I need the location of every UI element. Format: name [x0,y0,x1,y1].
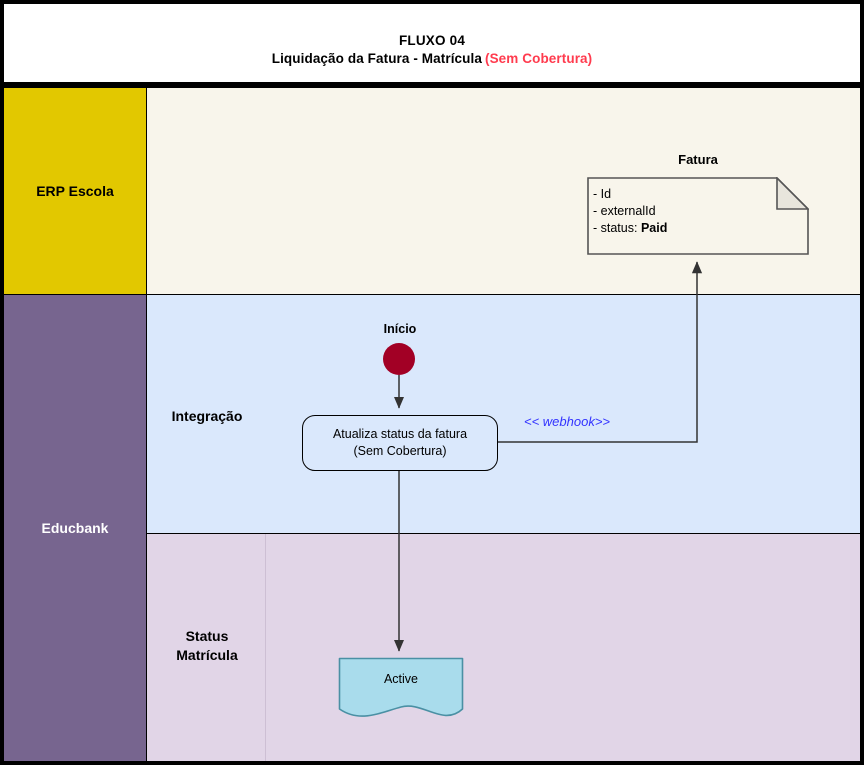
fatura-line-externalid: - externalId [593,204,656,218]
fatura-status-value: Paid [640,221,668,235]
fatura-note-body: - Id - externalId - status: Paid [593,186,667,237]
start-event-circle[interactable] [383,343,415,375]
task-atualiza-status-fatura[interactable]: Atualiza status da fatura (Sem Cobertura… [302,415,498,471]
pool-label-erp-escola: ERP Escola [36,183,114,199]
pool-header-erp-escola: ERP Escola [4,88,146,294]
lane-label-status-line-2: Matrícula [176,646,238,663]
task-text: Atualiza status da fatura (Sem Cobertura… [333,426,467,460]
title-line-2-main: Liquidação da Fatura - Matrícula [271,51,482,67]
title-suffix-badge: (Sem Cobertura) [484,51,593,67]
diagram-title-band: FLUXO 04 Liquidação da Fatura - Matrícul… [4,4,860,82]
diagram-title: FLUXO 04 Liquidação da Fatura - Matrícul… [4,32,860,68]
lane-label-integracao: Integração [171,408,243,424]
fatura-note-title: Fatura [678,152,718,167]
lane-label-status-line-1: Status [185,628,229,644]
fatura-note-shape [587,177,809,255]
status-document-label: Active [383,672,419,686]
fatura-line-id: - Id [593,187,612,201]
pool-label-educbank: Educbank [41,520,109,536]
fatura-status-prefix: - status: [593,221,641,235]
pool-header-educbank: Educbank [4,295,146,761]
status-document-active[interactable] [338,657,464,725]
title-line-1: FLUXO 04 [398,33,466,48]
task-text-line-2: (Sem Cobertura) [353,444,447,458]
task-text-line-1: Atualiza status da fatura [332,427,468,441]
lane-divider-status [265,534,266,761]
connector-label-webhook: << webhook>> [524,414,611,429]
title-line-2: Liquidação da Fatura - Matrícula(Sem Cob… [4,50,860,68]
fatura-line-status: - status: Paid [593,220,667,237]
lane-label-status-matricula: Status Matrícula [152,627,262,665]
start-event-label: Início [383,322,417,336]
